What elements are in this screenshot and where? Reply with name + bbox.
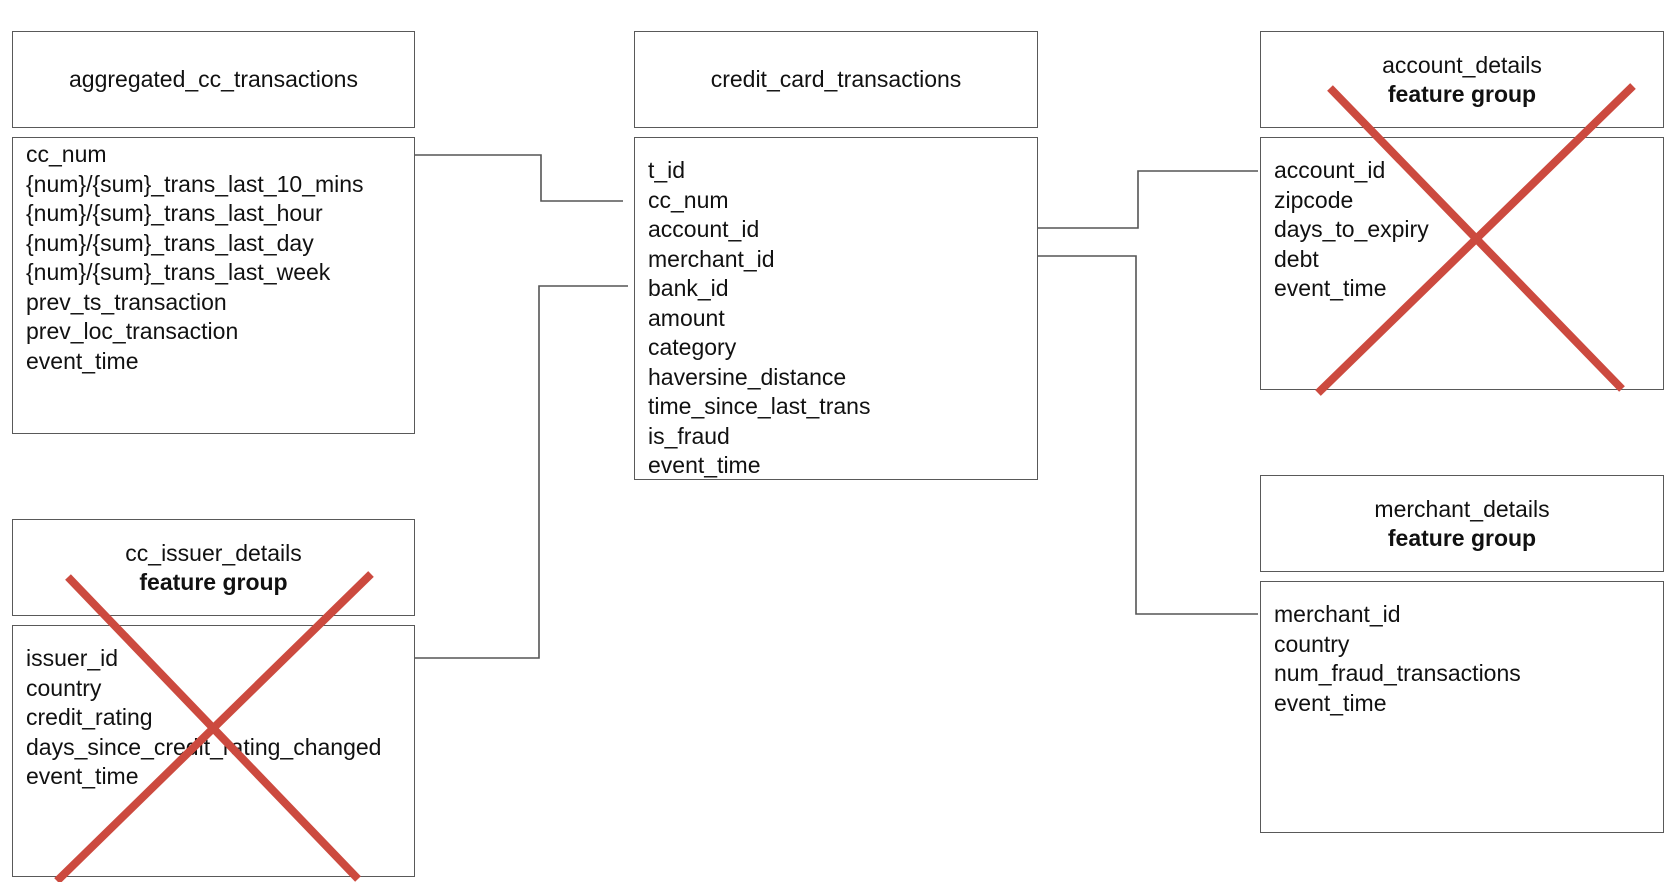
merchant-field: event_time bbox=[1274, 690, 1387, 716]
account-field: days_to_expiry bbox=[1274, 216, 1429, 242]
aggregated-field: prev_loc_transaction bbox=[26, 318, 239, 344]
aggregated-field: {num}/{sum}_trans_last_hour bbox=[26, 200, 323, 226]
cc-issuer-table-header: cc_issuer_details feature group bbox=[12, 519, 415, 616]
credit-card-field: category bbox=[648, 334, 737, 360]
merchant-table-subtitle: feature group bbox=[1387, 524, 1537, 551]
credit-card-field: bank_id bbox=[648, 275, 729, 301]
cc-issuer-field: country bbox=[26, 675, 102, 701]
credit-card-field: cc_num bbox=[648, 187, 729, 213]
aggregated-field: {num}/{sum}_trans_last_week bbox=[26, 259, 331, 285]
cc-issuer-field: issuer_id bbox=[26, 645, 119, 671]
account-table-subtitle: feature group bbox=[1387, 80, 1537, 107]
cc-issuer-field: event_time bbox=[26, 763, 139, 789]
merchant-table-title: merchant_details bbox=[1374, 495, 1550, 522]
aggregated-table-title: aggregated_cc_transactions bbox=[69, 66, 358, 92]
aggregated-field: {num}/{sum}_trans_last_day bbox=[26, 230, 314, 256]
account-field: zipcode bbox=[1274, 187, 1354, 213]
merchant-field: num_fraud_transactions bbox=[1274, 660, 1521, 686]
account-field: debt bbox=[1274, 246, 1319, 272]
cc-issuer-table-subtitle: feature group bbox=[139, 568, 288, 595]
cc-issuer-table-body: issuer_id country credit_rating days_sin… bbox=[12, 625, 415, 877]
credit-card-field: time_since_last_trans bbox=[648, 393, 871, 419]
merchant-table-body: merchant_id country num_fraud_transactio… bbox=[1260, 581, 1664, 833]
credit-card-field: t_id bbox=[648, 157, 686, 183]
credit-card-field: account_id bbox=[648, 216, 760, 242]
credit-card-table-body: t_id cc_num account_id merchant_id bank_… bbox=[634, 137, 1038, 480]
merchant-table-header: merchant_details feature group bbox=[1260, 475, 1664, 572]
cc-issuer-field: days_since_credit_rating_changed bbox=[26, 734, 382, 760]
aggregated-field: cc_num bbox=[26, 141, 107, 167]
account-table-header: account_details feature group bbox=[1260, 31, 1664, 128]
account-field: account_id bbox=[1274, 157, 1386, 183]
credit-card-table-header: credit_card_transactions bbox=[634, 31, 1038, 128]
credit-card-table-title: credit_card_transactions bbox=[710, 66, 962, 92]
credit-card-field: event_time bbox=[648, 452, 761, 478]
account-table-title: account_details bbox=[1382, 51, 1542, 78]
account-table-body: account_id zipcode days_to_expiry debt e… bbox=[1260, 137, 1664, 390]
account-field: event_time bbox=[1274, 275, 1387, 301]
aggregated-table-body: cc_num {num}/{sum}_trans_last_10_mins {n… bbox=[12, 137, 415, 434]
aggregated-field: {num}/{sum}_trans_last_10_mins bbox=[26, 171, 364, 197]
credit-card-field: is_fraud bbox=[648, 423, 730, 449]
aggregated-field: prev_ts_transaction bbox=[26, 289, 227, 315]
credit-card-field: haversine_distance bbox=[648, 364, 847, 390]
credit-card-field: merchant_id bbox=[648, 246, 775, 272]
cc-issuer-table-title: cc_issuer_details bbox=[125, 539, 302, 566]
aggregated-field: event_time bbox=[26, 348, 139, 374]
merchant-field: merchant_id bbox=[1274, 601, 1401, 627]
cc-issuer-field: credit_rating bbox=[26, 704, 153, 730]
credit-card-field: amount bbox=[648, 305, 725, 331]
aggregated-table-header: aggregated_cc_transactions bbox=[12, 31, 415, 128]
merchant-field: country bbox=[1274, 631, 1350, 657]
